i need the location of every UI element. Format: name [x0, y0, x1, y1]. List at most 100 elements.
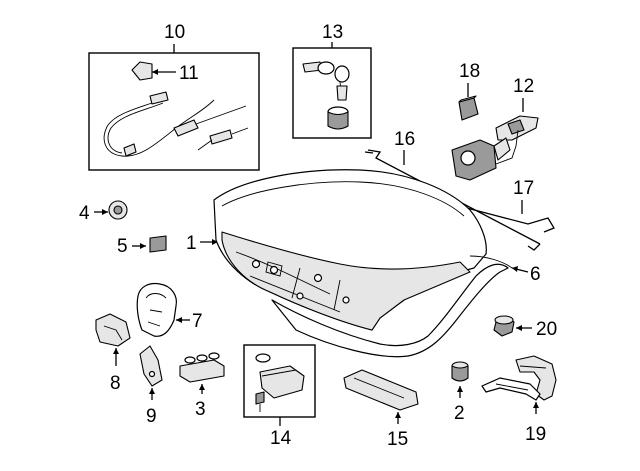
cushion-pad: [149, 235, 167, 253]
leader-15-arrow: [395, 412, 401, 418]
lock-cylinder-box: 13: [292, 22, 372, 139]
trunk-lid-hole-2: [269, 265, 279, 275]
trunk-lid-crease: [221, 181, 465, 217]
bracket-8-body: [95, 313, 131, 347]
plug-2-body: [451, 365, 469, 382]
handle-15: 15: [343, 369, 419, 450]
lamp-housing-edge: [261, 369, 297, 377]
callout-2: 2: [454, 403, 465, 424]
cable-kit-frame: [88, 52, 260, 171]
cable-end-lower: [209, 129, 233, 145]
grommet: 4: [79, 200, 128, 224]
leader-5-arrow: [140, 243, 146, 249]
leader-1-arrow: [212, 239, 218, 245]
callout-16: 16: [394, 129, 415, 150]
bumper-stop-top: [458, 95, 477, 103]
hinge-19-detail: [495, 365, 547, 391]
lamp-housing: [259, 365, 305, 399]
leader-8-arrow: [113, 348, 119, 354]
trunk-lid-hole-4: [296, 292, 304, 300]
leader-11-arrow: [152, 69, 158, 75]
callout-20: 20: [536, 319, 557, 340]
bumper-stop: 18: [458, 61, 480, 121]
trunk-lid-frame-ribs: [235, 251, 341, 313]
connector-3-pin-3: [208, 352, 220, 360]
handle-15-detail: [353, 377, 405, 399]
leader-2-arrow: [457, 386, 463, 392]
cable-sheath: [173, 119, 199, 137]
callout-11: 11: [179, 63, 199, 84]
trunk-lid-hole-5: [342, 296, 350, 304]
callout-14: 14: [270, 428, 292, 449]
trunk-lid-hole-3: [313, 273, 323, 283]
callout-19: 19: [525, 424, 546, 445]
leader-6-arrow: [512, 266, 518, 272]
leader-4-arrow: [102, 209, 108, 215]
torsion-bar-left-end: [364, 151, 374, 154]
leader-7-arrow: [176, 317, 182, 323]
trunk-latch: 12: [451, 76, 539, 181]
callout-7: 7: [192, 311, 203, 332]
plug-20: 20: [493, 315, 557, 340]
latch-cover: 7: [136, 282, 203, 337]
callout-1: 1: [186, 233, 197, 254]
callout-18: 18: [459, 61, 480, 82]
callout-8: 8: [110, 373, 121, 394]
hinge-19-arm: [481, 377, 541, 401]
handle-15-body: [343, 369, 419, 411]
cushion: 5: [117, 235, 167, 257]
trunk-lid-hole-1: [251, 259, 261, 269]
trunk-lid-inner-panel: [221, 231, 471, 331]
callout-9: 9: [146, 406, 157, 427]
grommet-hole: [113, 205, 123, 215]
lock-tumbler: [336, 85, 348, 101]
trunk-garnish-edge: [469, 255, 513, 269]
trunk-garnish-body: [271, 263, 509, 358]
callout-4: 4: [79, 203, 90, 224]
trunk-lid-plate: [265, 261, 283, 277]
key-fob: [334, 65, 350, 83]
cable-kit-box: 10 11: [88, 22, 260, 171]
callout-3: 3: [195, 399, 206, 420]
leader-3-arrow: [199, 384, 205, 390]
callout-5: 5: [117, 236, 128, 257]
cable-end-upper: [149, 91, 169, 105]
callout-10: 10: [164, 22, 185, 43]
callout-13: 13: [322, 22, 343, 43]
torsion-bar-left-hook: [527, 243, 541, 251]
cable-rod: [195, 105, 247, 125]
connector-3-pin-1: [184, 356, 196, 364]
license-lamp-box: 14: [243, 344, 316, 449]
plug-20-cap: [494, 315, 514, 325]
release-cable: [103, 99, 215, 157]
key-head: [317, 61, 335, 75]
callout-6: 6: [530, 264, 541, 285]
hinge-19: 19: [481, 355, 557, 445]
lamp-gasket: [255, 353, 271, 363]
lock-cylinder-body: [327, 111, 349, 130]
hinge-plate-9-body: [139, 345, 163, 387]
callout-12: 12: [513, 76, 534, 97]
plug-2: 2: [451, 361, 469, 424]
bracket-8: 8: [95, 313, 131, 394]
connector-3-body: [179, 359, 225, 383]
trunk-garnish: 6: [271, 255, 541, 358]
latch-switch: [507, 119, 525, 135]
release-cable-outer: [107, 102, 164, 154]
latch-bolt: [460, 150, 476, 166]
callout-15: 15: [387, 429, 408, 450]
connector-3-pin-2: [196, 354, 208, 362]
cable-tail: [197, 127, 249, 151]
leader-20-arrow: [516, 325, 522, 331]
hinge-plate-9: 9: [139, 345, 163, 427]
trunk-lid: 1: [186, 169, 487, 331]
cable-clip: [131, 61, 153, 81]
cable-ferrule: [123, 143, 137, 157]
bracket-8-detail: [103, 325, 123, 341]
latch-arm: [493, 137, 511, 161]
latch-cover-detail: [145, 293, 167, 327]
lamp-screw-head: [255, 391, 265, 405]
leader-9-arrow: [149, 388, 155, 394]
